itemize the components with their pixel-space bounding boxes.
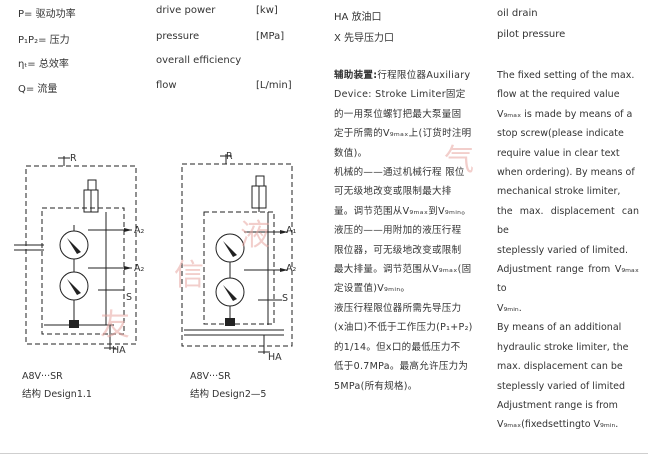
notes-en-line: The fixed setting of the max. [497, 70, 635, 81]
symbol-flow: Q= 流量 [18, 84, 58, 95]
notes-cn-line: (x油口)不低于工作压力(P₁+P₂) [334, 322, 473, 334]
diagram-1-label-r: R [70, 153, 77, 164]
diagram-1-label-ha: HA [112, 345, 126, 356]
diagram-2-label-a1: A₁ [286, 225, 297, 236]
hydraulic-diagram-design-2 [174, 150, 324, 365]
symbol-power: P= 驱动功率 [18, 9, 76, 20]
notes-en-line: hydraulic stroke limiter, the [497, 341, 629, 353]
notes-en-line: the max. displacement can be [497, 205, 639, 237]
notes-cn-line: 液压行程限位器所需先导压力 [334, 302, 462, 314]
notes-cn-line-0: 辅助装置:行程限位器Auxiliary [334, 70, 471, 81]
notes-en-line: max. displacement can be [497, 361, 623, 373]
diagram-2-model: A8V···SR [190, 371, 231, 382]
notes-en: The fixed setting of the max. flow at th… [497, 66, 639, 435]
notes-cn: 辅助装置:行程限位器Auxiliary Device: Stroke Limit… [334, 66, 484, 396]
notes-en-line: By means of an additional [497, 322, 622, 334]
symbol-pressure: P₁P₂= 压力 [18, 35, 70, 46]
diagram-1-model: A8V···SR [22, 371, 63, 382]
notes-en-line: V₉ₘₐₓ(fixedsettingto V₉ₘᵢₙ. [497, 419, 619, 431]
diagram-1-label-a2b: A₂ [134, 263, 145, 274]
notes-cn-line: 定设置值)V₉ₘᵢₙ。 [334, 283, 411, 295]
symbol-flow-en: flow [156, 80, 177, 91]
watermark-char: 液 [240, 218, 270, 253]
notes-cn-line: 限位器，可无级地改变或限制 [334, 244, 462, 256]
diagram-2-caption: 结构 Design2—5 [190, 389, 267, 400]
notes-cn-line: Device: Stroke Limiter固定 [334, 89, 466, 101]
notes-cn-line: 5MPa(所有规格)。 [334, 380, 418, 392]
notes-cn-line: 液压的——用附加的液压行程 [334, 225, 462, 237]
diagram-2-label-ha: HA [268, 352, 282, 363]
symbol-efficiency-en: overall efficiency [156, 55, 242, 66]
diagram-2-label-r: R [226, 151, 233, 162]
notes-en-line: when ordering). By means of [497, 167, 635, 179]
notes-en-line: flow at the required value [497, 89, 620, 101]
symbol-pressure-en: pressure [156, 31, 200, 42]
notes-cn-line: 的1/14。但x口的最低压力不 [334, 341, 461, 353]
notes-en-line: stop screw(please indicate [497, 128, 624, 140]
diagram-2-label-a2: A₂ [286, 263, 297, 274]
notes-cn-line: 数值)。 [334, 147, 368, 159]
notes-en-line: steplessly varied of limited. [497, 244, 629, 256]
watermark-char: 信 [174, 258, 204, 293]
symbol-power-en: drive power [156, 5, 216, 16]
notes-en-line: mechanical stroke limiter, [497, 186, 621, 198]
bottom-divider [0, 453, 648, 454]
notes-cn-line: 低于0.7MPa。最高允许压力为 [334, 361, 469, 373]
notes-en-line: steplessly varied of limited [497, 380, 626, 392]
watermark-char: 友 [100, 308, 130, 343]
notes-en-line: require value in clear text [497, 147, 620, 159]
port-ha-desc: oil drain [497, 8, 538, 19]
port-x-code: X 先导压力口 [334, 33, 395, 44]
hydraulic-diagram-design-1 [14, 150, 164, 360]
notes-cn-line: 可无级地改变或限制最大排 [334, 186, 452, 198]
symbol-efficiency: ηₜ= 总效率 [18, 59, 69, 70]
diagram-1-label-s: S [126, 292, 133, 303]
notes-cn-line: 最大排量。调节范围从V₉ₘₐₓ(固 [334, 264, 472, 276]
diagram-2-label-s: S [282, 293, 289, 304]
diagram-1-caption: 结构 Design1.1 [22, 389, 92, 400]
notes-cn-line: 量。调节范围从V₉ₘₐₓ到V₉ₘᵢₙ。 [334, 205, 472, 217]
notes-cn-line: 定于所需的V₉ₘₐₓ上(订货时注明 [334, 128, 472, 140]
notes-cn-heading: 辅助装置: [334, 70, 378, 81]
notes-cn-line: 机械的——通过机械行程 限位 [334, 167, 465, 179]
port-ha-code: HA 放油口 [334, 12, 382, 23]
watermark-char: 气 [444, 143, 474, 178]
port-x-desc: pilot pressure [497, 29, 566, 40]
symbol-pressure-unit: [MPa] [256, 31, 285, 42]
symbol-power-unit: [kw] [256, 5, 278, 16]
symbol-flow-unit: [L/min] [256, 80, 292, 91]
notes-en-line: Adjustment range is from [497, 399, 618, 411]
notes-en-line: V₉ₘₐₓ is made by means of a [497, 108, 633, 120]
notes-cn-line: 的一用泵位螺钉把最大泵量固 [334, 108, 462, 120]
diagram-1-label-a2: A₂ [134, 225, 145, 236]
notes-en-line: V₉ₘᵢₙ. [497, 302, 522, 314]
notes-en-line: Adjustment range from V₉ₘₐₓ to [497, 264, 639, 295]
